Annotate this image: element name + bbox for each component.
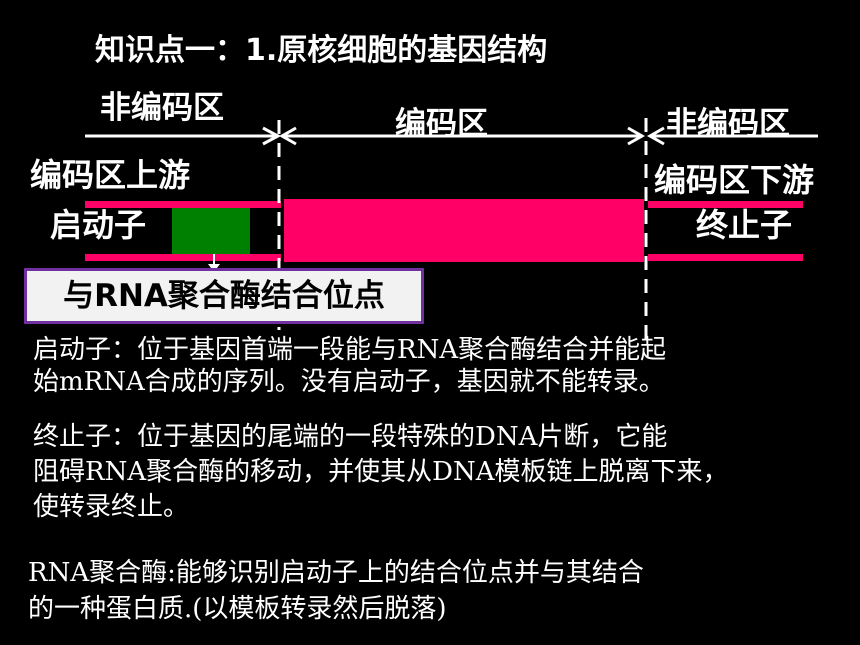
- terminator-definition: 终止子：位于基因的尾端的一段特殊的DNA片断，它能 阻碍RNA聚合酶的移动，并使…: [33, 420, 728, 525]
- polymerase-definition-line: 的一种蛋白质.(以模板转录然后脱落): [28, 594, 447, 624]
- upstream-label: 编码区上游: [30, 156, 191, 194]
- binding-site-label-box: 与RNA聚合酶结合位点: [24, 268, 424, 324]
- dna-strand-left-top: [85, 201, 281, 208]
- promoter-definition: 启动子：位于基因首端一段能与RNA聚合酶结合并能起 始mRNA合成的序列。没有启…: [33, 334, 666, 398]
- arrowhead-icon: [278, 126, 297, 146]
- arrowhead-icon: [262, 126, 282, 146]
- binding-site-block: [172, 208, 250, 254]
- arrowhead-icon: [646, 126, 665, 146]
- dna-strand-right-bottom: [648, 254, 803, 261]
- polymerase-definition: RNA聚合酶:能够识别启动子上的结合位点并与其结合 的一种蛋白质.(以模板转录然…: [28, 555, 644, 627]
- coding-region-block: [284, 199, 644, 262]
- promoter-definition-line: 启动子：位于基因首端一段能与RNA聚合酶结合并能起: [33, 335, 667, 365]
- noncoding-left-label: 非编码区: [100, 90, 224, 126]
- arrowhead-icon: [627, 126, 646, 146]
- promoter-definition-line: 始mRNA合成的序列。没有启动子，基因就不能转录。: [33, 367, 665, 397]
- terminator-definition-line: 阻碍RNA聚合酶的移动，并使其从DNA模板链上脱离下来，: [33, 457, 729, 487]
- terminator-definition-line: 使转录终止。: [33, 492, 190, 522]
- terminator-label: 终止子: [696, 206, 793, 244]
- slide-title: 知识点一：1.原核细胞的基因结构: [95, 33, 548, 68]
- promoter-label: 启动子: [50, 206, 147, 244]
- binding-site-label: 与RNA聚合酶结合位点: [63, 278, 385, 314]
- dna-strand-left-bottom: [85, 254, 281, 261]
- dna-strand-right-top: [648, 201, 803, 208]
- downstream-label: 编码区下游: [654, 161, 815, 199]
- polymerase-definition-line: RNA聚合酶:能够识别启动子上的结合位点并与其结合: [28, 558, 644, 588]
- terminator-definition-line: 终止子：位于基因的尾端的一段特殊的DNA片断，它能: [33, 422, 668, 452]
